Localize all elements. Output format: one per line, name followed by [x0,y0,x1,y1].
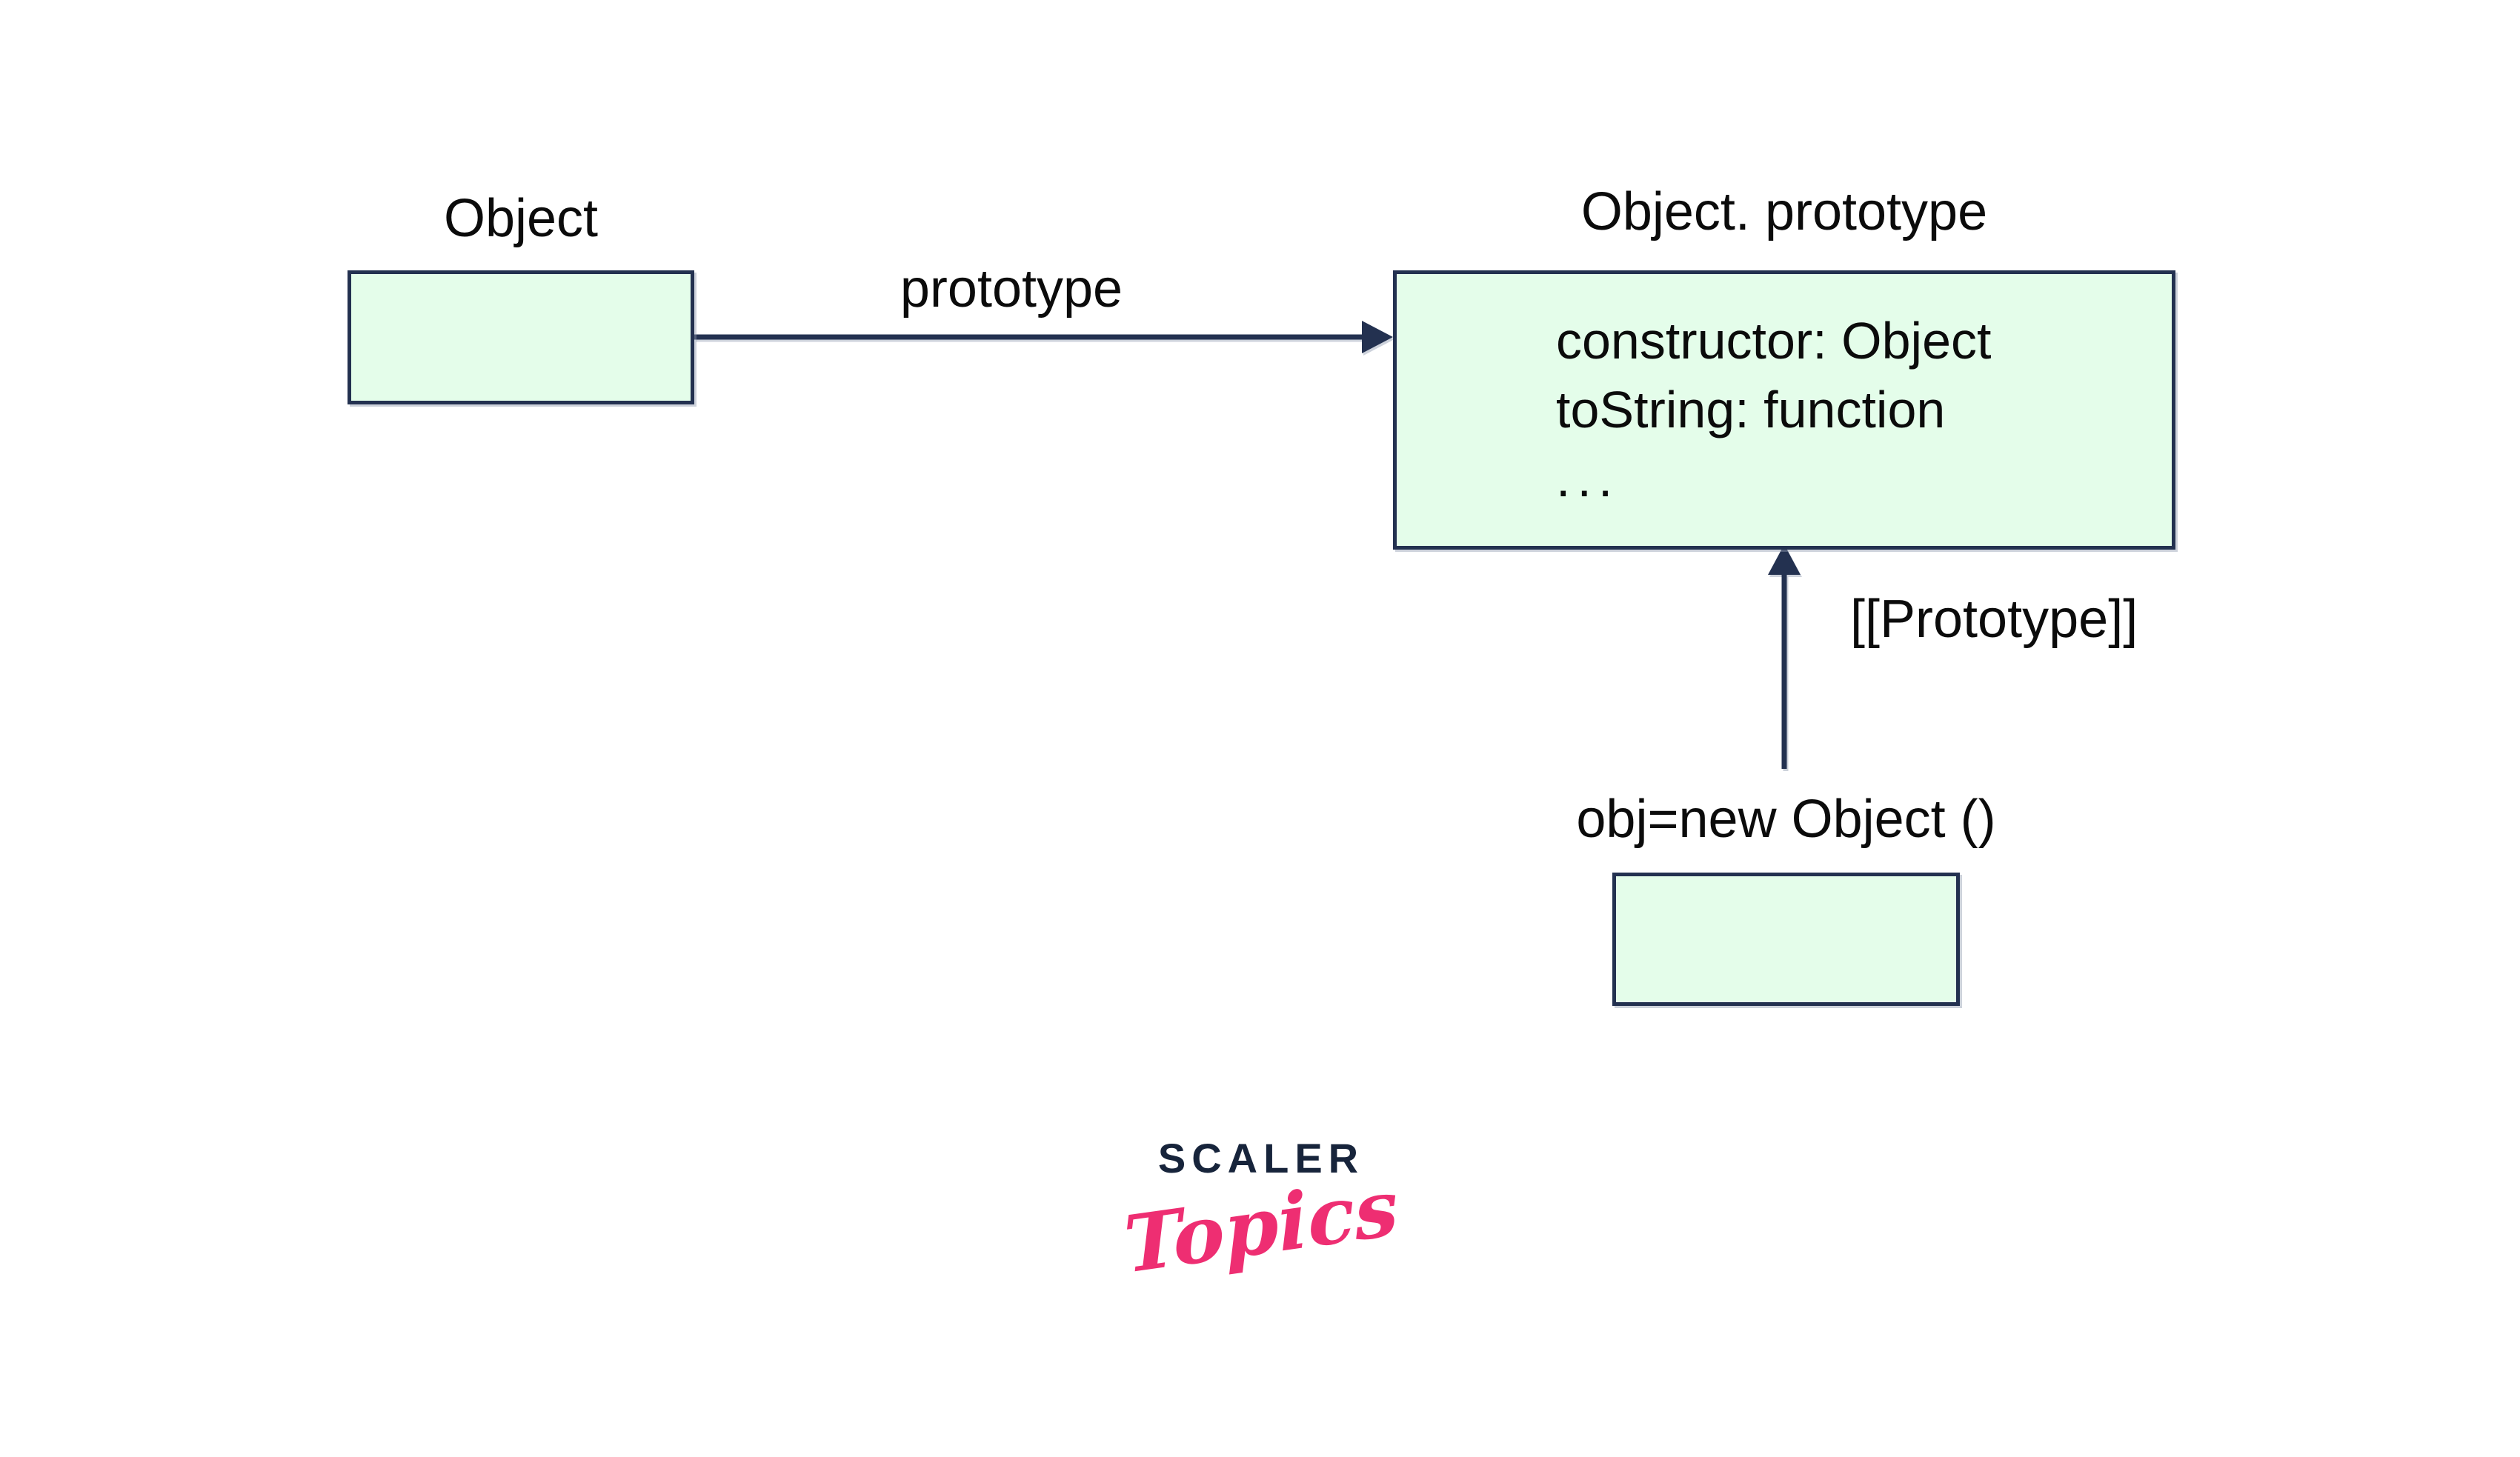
instance-box-title: obj=new Object () [1576,790,1996,849]
arrowhead-up-icon [1768,544,1801,575]
scaler-topics-logo: SCALER Topics [1113,1135,1409,1291]
arrowhead-right-icon [1362,321,1393,353]
prototype-entry-tostring: toString: function [1556,381,1946,439]
prototype-entry-constructor: constructor: Object [1556,312,1992,370]
object-box [348,270,694,404]
prototype-box-entries: constructor: Object toString: function .… [1556,307,1991,513]
object-prototype-box-title: Object. prototype [1580,182,1988,241]
prototype-arrow-label: prototype [900,259,1123,319]
prototype-arrow [694,321,1393,353]
internal-prototype-arrow-label: [[Prototype]] [1850,590,2138,649]
logo-brand-text: SCALER [1157,1135,1365,1181]
object-box-title: Object [443,189,599,248]
instance-box [1612,873,1960,1006]
internal-prototype-arrow [1768,544,1801,769]
object-prototype-box: constructor: Object toString: function .… [1393,270,2175,550]
prototype-entry-ellipsis: ... [1556,450,1620,507]
